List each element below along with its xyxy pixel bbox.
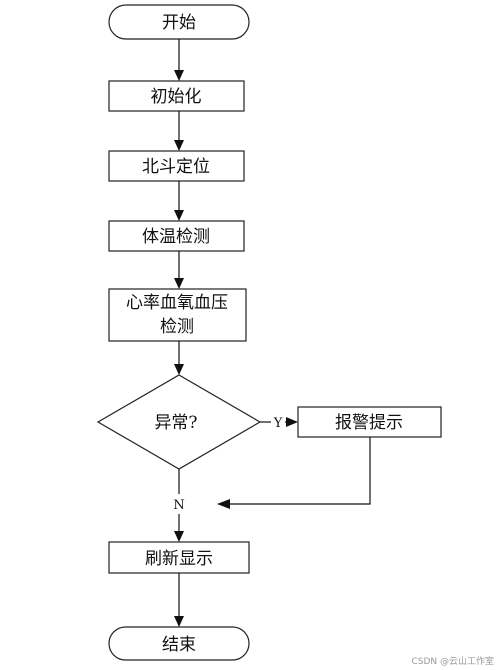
arrowhead-icon — [174, 616, 184, 627]
arrowhead-icon — [174, 531, 184, 542]
beidou-shape — [108, 150, 245, 182]
watermark-text: CSDN @云山工作室 — [411, 655, 494, 667]
arrowhead-icon — [174, 278, 184, 289]
arrowhead-icon — [286, 417, 298, 427]
init-node: 初始化 — [108, 80, 245, 112]
init-shape — [108, 80, 245, 112]
refresh-shape — [108, 541, 250, 574]
arrowhead-icon — [174, 210, 184, 221]
temperature-shape — [108, 220, 245, 252]
alarm-node: 报警提示 — [297, 406, 442, 438]
start-node: 开始 — [108, 4, 250, 40]
temperature-label: 体温检测 — [142, 227, 210, 247]
refresh-node: 刷新显示 — [108, 541, 250, 574]
arrowhead-icon — [174, 364, 184, 375]
no-label: N — [173, 498, 184, 513]
alarm-shape — [297, 406, 442, 438]
end-shape — [108, 626, 250, 661]
edge-yes-to-alarm: Y — [260, 416, 298, 431]
heart-label-line1: 心率血氧血压 — [126, 293, 228, 313]
arrowhead-icon — [174, 70, 184, 81]
heart-node: 心率血氧血压 检测 — [108, 288, 247, 342]
heart-label-line2: 检测 — [160, 317, 194, 337]
edge-alarm-return — [217, 437, 371, 509]
edge-temperature-to-heart — [174, 251, 184, 289]
yes-label: Y — [273, 416, 283, 431]
edge-start-to-init — [174, 39, 184, 81]
edge-init-to-beidou — [174, 111, 184, 151]
init-label: 初始化 — [151, 87, 202, 107]
heart-shape — [108, 288, 247, 342]
edge-beidou-to-temperature — [174, 181, 184, 221]
start-label: 开始 — [162, 13, 196, 33]
refresh-label: 刷新显示 — [145, 549, 213, 569]
alarm-label: 报警提示 — [335, 413, 403, 433]
decision-label: 异常? — [154, 413, 197, 433]
decision-node: 异常? — [96, 374, 262, 470]
edge-line — [228, 437, 371, 505]
end-label: 结束 — [162, 635, 196, 655]
end-node: 结束 — [108, 626, 250, 661]
beidou-label: 北斗定位 — [142, 157, 210, 177]
arrowhead-icon — [174, 140, 184, 151]
beidou-node: 北斗定位 — [108, 150, 245, 182]
arrowhead-icon — [217, 499, 230, 509]
edge-no-to-refresh: N — [173, 469, 185, 542]
temperature-node: 体温检测 — [108, 220, 245, 252]
edge-heart-to-decision — [174, 341, 184, 375]
edge-refresh-to-end — [174, 573, 184, 627]
